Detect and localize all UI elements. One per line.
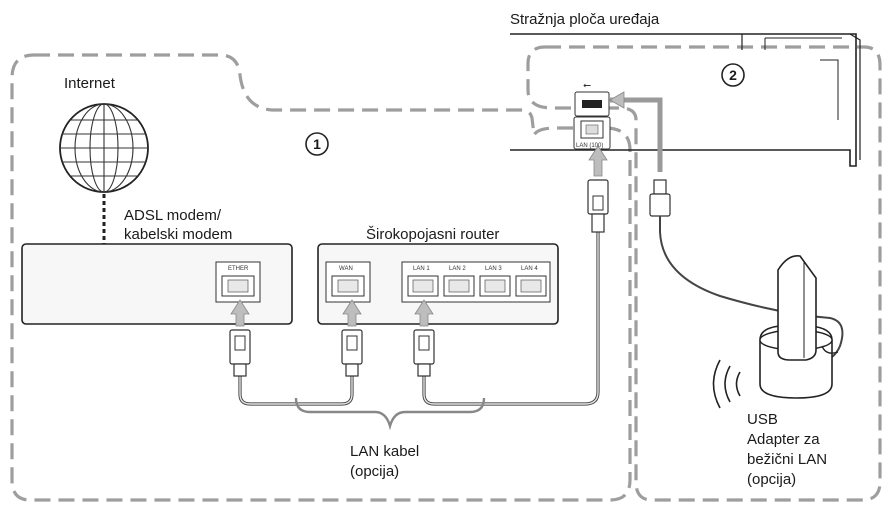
router-wan-port: WAN — [325, 261, 371, 303]
lan-plug-modem — [229, 299, 251, 377]
wan-port-label: WAN — [339, 266, 353, 272]
router-label: Širokopojasni router — [366, 226, 499, 243]
lan3-port-label: LAN 3 — [485, 266, 502, 272]
usb-adapter-label-line2: Adapter za — [747, 431, 820, 448]
usb-symbol-icon: ⭠ — [583, 80, 591, 91]
lan-plug-router-lan1 — [413, 299, 435, 377]
lan2-port-label: LAN 2 — [449, 266, 466, 272]
circle-number-2: 2 — [721, 63, 745, 87]
region-2-dashed-outline — [526, 45, 882, 502]
circle-number-1: 1 — [305, 132, 329, 156]
usb-wireless-adapter — [759, 254, 839, 399]
globe-icon — [59, 103, 149, 193]
router-lan1-port: LAN 1 — [407, 266, 439, 297]
svg-text:1: 1 — [313, 136, 321, 152]
usb-cable — [609, 91, 844, 363]
lan-plug-router-wan — [341, 299, 363, 377]
router-lan4-port: LAN 4 — [515, 266, 547, 297]
lan-plug-device — [587, 145, 609, 233]
usb-plug — [653, 179, 667, 195]
internet-label: Internet — [64, 75, 116, 92]
modem-ether-port: ETHER — [215, 261, 261, 303]
svg-text:2: 2 — [729, 67, 737, 83]
device-rear-panel: ⭠ LAN (100) — [510, 33, 861, 167]
lan-cable-label-line2: (opcija) — [350, 463, 399, 480]
modem-label-line1: ADSL modem/ — [124, 207, 222, 224]
usb-adapter-label-line3: bežični LAN — [747, 451, 827, 468]
rear-panel-label: Stražnja ploča uređaja — [510, 11, 660, 28]
router-lan2-port: LAN 2 — [443, 266, 475, 297]
lan-cable-bracket — [294, 397, 486, 431]
lan1-port-label: LAN 1 — [413, 266, 430, 272]
wireless-signal-icon — [712, 359, 741, 409]
lan4-port-label: LAN 4 — [521, 266, 538, 272]
usb-adapter-label-line1: USB — [747, 411, 778, 428]
device-lan-port-label: LAN (100) — [576, 143, 603, 149]
router-lan-ports: LAN 1 LAN 2 LAN 3 LAN 4 — [401, 261, 551, 303]
lan-cable-label-line1: LAN kabel — [350, 443, 419, 460]
region-1-dashed-outline — [10, 53, 632, 502]
usb-adapter-label-line4: (opcija) — [747, 471, 796, 488]
router-lan3-port: LAN 3 — [479, 266, 511, 297]
ether-port-label: ETHER — [228, 266, 249, 272]
lan-cable-router-device — [422, 232, 600, 406]
modem-label-line2: kabelski modem — [124, 226, 232, 243]
